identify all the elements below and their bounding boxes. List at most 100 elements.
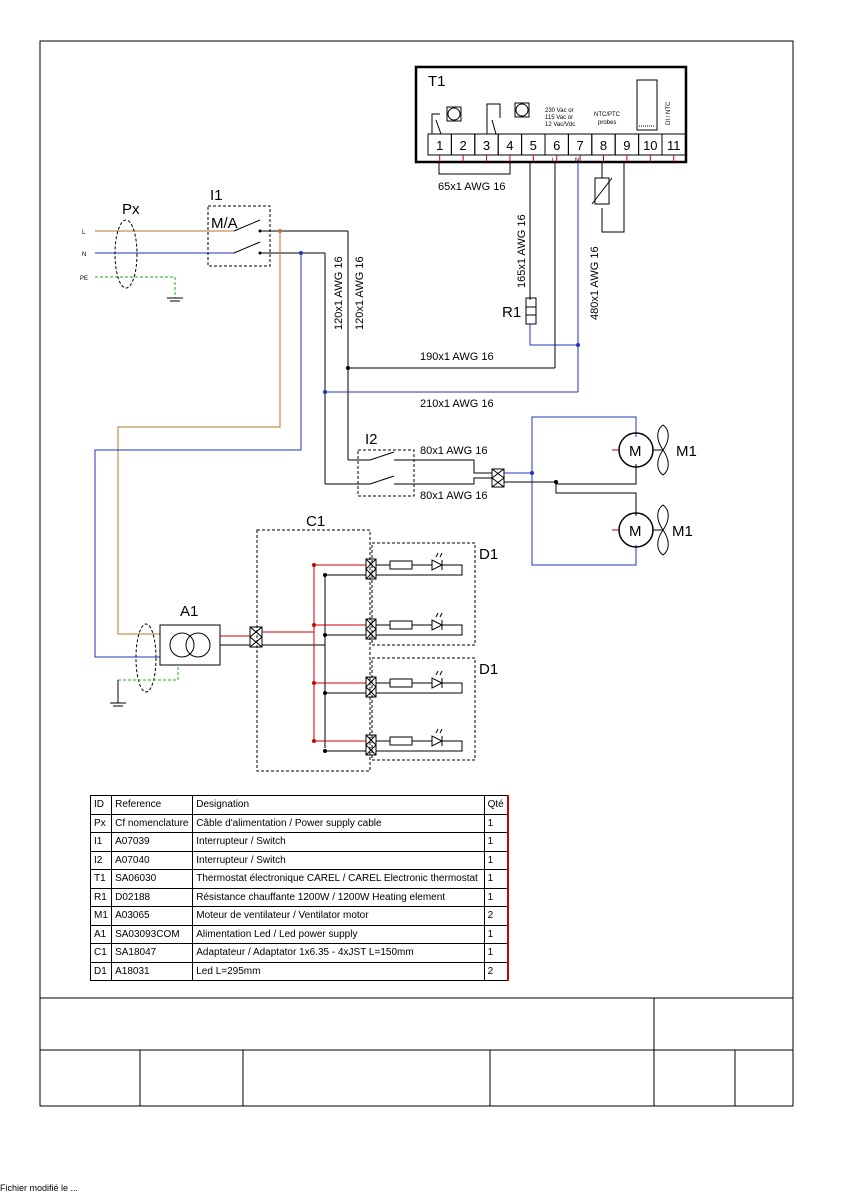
connector-mark (365, 628, 377, 640)
junction-dot (323, 749, 327, 753)
mains-input: L N PE Px (80, 201, 234, 302)
connector-mark (365, 676, 377, 688)
connector-mark (365, 686, 377, 698)
cable-label-80b: 80x1 AWG 16 (420, 490, 487, 502)
bom-header-row: ID Reference Designation Qté (89, 795, 509, 815)
motor-m1-top: M M1 (612, 424, 697, 476)
bom-reference: A07039 (111, 832, 194, 852)
footer-note: Fichier modifié le ... (0, 1183, 79, 1193)
bom-qty: 1 (483, 869, 509, 889)
connector-mark (365, 744, 377, 756)
led-resistor (389, 736, 413, 746)
cable-label-190: 190x1 AWG 16 (420, 351, 494, 363)
led-return-wire (376, 564, 463, 576)
bom-id: R1 (89, 887, 113, 907)
bom-qty: 1 (483, 924, 509, 944)
title-block (40, 997, 793, 1106)
cable-label-65: 65x1 AWG 16 (438, 181, 505, 193)
led-diode-icon (431, 619, 444, 631)
bom-qty: 2 (483, 961, 509, 981)
svg-text:M: M (629, 443, 642, 460)
bom-header-qty: Qté (483, 795, 509, 815)
led-light-arrows-icon (435, 670, 443, 676)
terminal-number: 7 (576, 138, 583, 153)
junction-dot (323, 633, 327, 637)
led-resistor (389, 560, 413, 570)
led-strip-d1-top (371, 542, 476, 646)
d1-bottom-label: D1 (479, 661, 498, 678)
connector-mark (365, 618, 377, 630)
bom-reference: SA03093COM (111, 924, 194, 944)
svg-text:12 Vac/Vdc: 12 Vac/Vdc (545, 122, 575, 128)
led-diode-icon (431, 677, 444, 689)
connector-mark (365, 734, 377, 746)
bom-id: M1 (89, 906, 113, 926)
led-power-supply-a1: A1 (110, 603, 263, 707)
bom-designation: Interrupteur / Switch (192, 832, 485, 852)
svg-text:M: M (629, 523, 642, 540)
terminal-number: 4 (506, 138, 513, 153)
jst-connector (365, 676, 377, 698)
terminal-number: 11 (667, 138, 681, 153)
bom-id: Px (89, 813, 113, 833)
bom-designation: Led L=295mm (192, 961, 485, 981)
svg-text:PE: PE (80, 276, 88, 282)
led-strip-d1-bottom (371, 657, 476, 761)
svg-text:L: L (82, 230, 86, 236)
bom-qty: 1 (483, 943, 509, 963)
svg-text:L: L (552, 158, 556, 164)
bom-id: I1 (89, 832, 113, 852)
bom-designation: Moteur de ventilateur / Ventilator motor (192, 906, 485, 926)
bom-reference: SA18047 (111, 943, 194, 963)
junction-dot (312, 681, 316, 685)
i1-switch-label: M/A (211, 215, 238, 232)
bom-qty: 1 (483, 813, 509, 833)
bom-header-designation: Designation (192, 795, 485, 815)
terminal-number: 10 (643, 138, 657, 153)
bom-reference: SA06030 (111, 869, 194, 889)
bom-id: D1 (89, 961, 113, 981)
cable-label-210: 210x1 AWG 16 (420, 398, 494, 410)
m1-top-label: M1 (676, 443, 697, 460)
cable-label-165: 165x1 AWG 16 (516, 214, 528, 288)
bom-designation: Interrupteur / Switch (192, 850, 485, 870)
terminal-number: 6 (553, 138, 560, 153)
led-return-wire (376, 740, 463, 752)
svg-text:N: N (575, 158, 579, 164)
i1-outputs (94, 229, 580, 658)
bom-qty: 1 (483, 832, 509, 852)
px-label: Px (122, 201, 140, 218)
d1-top-label: D1 (479, 546, 498, 563)
terminal-number: 3 (483, 138, 490, 153)
t1-connections (438, 162, 625, 392)
svg-text:DI / NTC: DI / NTC (666, 101, 672, 125)
junction-dot (312, 563, 316, 567)
terminal-number: 2 (459, 138, 466, 153)
bom-reference: Cf nomenclature (111, 813, 194, 833)
bom-designation: Câble d'alimentation / Power supply cabl… (192, 813, 485, 833)
terminal-number: 1 (436, 138, 443, 153)
led-diode-icon (431, 559, 444, 571)
led-resistor (389, 678, 413, 688)
led-return-wire (376, 682, 463, 694)
svg-text:115 Vac or: 115 Vac or (545, 115, 573, 121)
a1-label: A1 (180, 603, 198, 620)
bom-designation: Alimentation Led / Led power supply (192, 924, 485, 944)
junction-dot (323, 691, 327, 695)
bom-reference: A18031 (111, 961, 194, 981)
cable-label-120b: 120x1 AWG 16 (354, 256, 366, 330)
led-diode-icon (431, 735, 444, 747)
bom-header-reference: Reference (111, 795, 194, 815)
led-return-wire (376, 624, 463, 636)
cable-label-480: 480x1 AWG 16 (589, 246, 601, 320)
